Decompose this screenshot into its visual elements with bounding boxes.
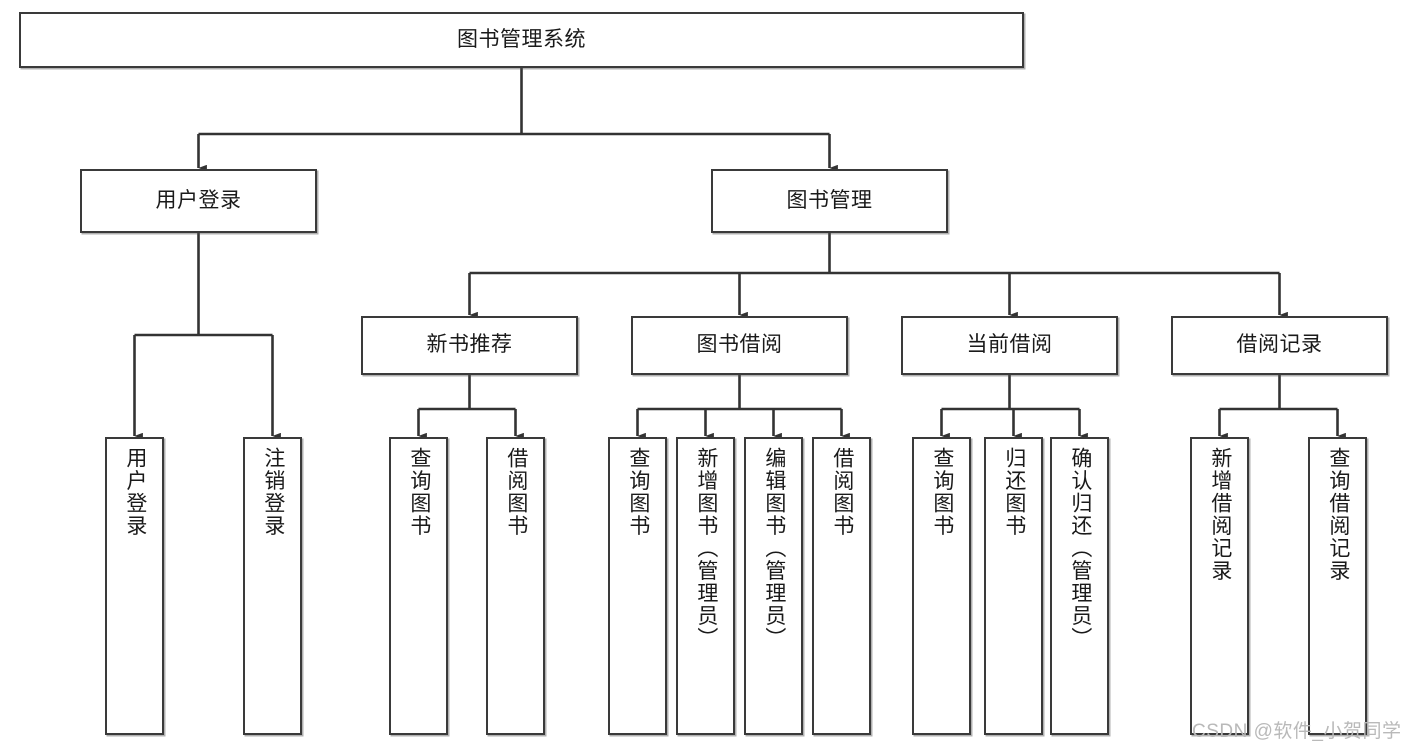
node-leaf-query-3[interactable]: 查询图书: [912, 437, 971, 735]
node-label-user-login: 用户登录: [155, 188, 242, 212]
node-leaf-query-2[interactable]: 查询图书: [608, 437, 667, 735]
node-leaf-logout[interactable]: 注销登录: [243, 437, 302, 735]
node-label-leaf-query-3: 查询图书: [930, 447, 954, 537]
node-current-borrow[interactable]: 当前借阅: [901, 316, 1118, 375]
node-leaf-return[interactable]: 归还图书: [984, 437, 1043, 735]
node-label-book-manage: 图书管理: [786, 188, 873, 212]
node-label-root: 图书管理系统: [457, 27, 586, 51]
node-label-leaf-return: 归还图书: [1002, 447, 1026, 537]
node-book-manage[interactable]: 图书管理: [711, 169, 948, 233]
node-borrow-record[interactable]: 借阅记录: [1171, 316, 1388, 375]
node-label-leaf-borrow-2: 借阅图书: [830, 447, 854, 537]
node-leaf-query-rec[interactable]: 查询借阅记录: [1308, 437, 1367, 735]
node-leaf-add-book[interactable]: 新增图书（管理员）: [676, 437, 735, 735]
node-user-login[interactable]: 用户登录: [80, 169, 317, 233]
node-label-leaf-add-rec: 新增借阅记录: [1208, 447, 1232, 582]
node-leaf-borrow-2[interactable]: 借阅图书: [812, 437, 871, 735]
node-label-current-borrow: 当前借阅: [966, 333, 1053, 357]
node-label-leaf-logout: 注销登录: [261, 447, 285, 537]
node-leaf-add-rec[interactable]: 新增借阅记录: [1190, 437, 1249, 735]
node-book-borrow[interactable]: 图书借阅: [631, 316, 848, 375]
node-label-new-book-rec: 新书推荐: [426, 333, 513, 357]
node-label-leaf-query-2: 查询图书: [626, 447, 650, 537]
node-label-leaf-borrow-1: 借阅图书: [504, 447, 528, 537]
node-label-leaf-query-1: 查询图书: [407, 447, 431, 537]
node-label-leaf-edit-book: 编辑图书（管理员）: [762, 447, 786, 650]
node-leaf-borrow-1[interactable]: 借阅图书: [486, 437, 545, 735]
node-leaf-query-1[interactable]: 查询图书: [389, 437, 448, 735]
node-label-borrow-record: 借阅记录: [1236, 333, 1323, 357]
node-leaf-confirm[interactable]: 确认归还（管理员）: [1050, 437, 1109, 735]
node-root[interactable]: 图书管理系统: [19, 12, 1024, 68]
node-new-book-rec[interactable]: 新书推荐: [361, 316, 578, 375]
watermark-text: CSDN @软件_小贺同学: [1192, 721, 1402, 742]
node-leaf-user-login[interactable]: 用户登录: [105, 437, 164, 735]
node-label-leaf-query-rec: 查询借阅记录: [1326, 447, 1350, 582]
node-label-leaf-confirm: 确认归还（管理员）: [1068, 447, 1092, 650]
node-label-book-borrow: 图书借阅: [696, 333, 783, 357]
node-label-leaf-user-login: 用户登录: [123, 447, 147, 537]
node-label-leaf-add-book: 新增图书（管理员）: [694, 447, 718, 650]
node-leaf-edit-book[interactable]: 编辑图书（管理员）: [744, 437, 803, 735]
